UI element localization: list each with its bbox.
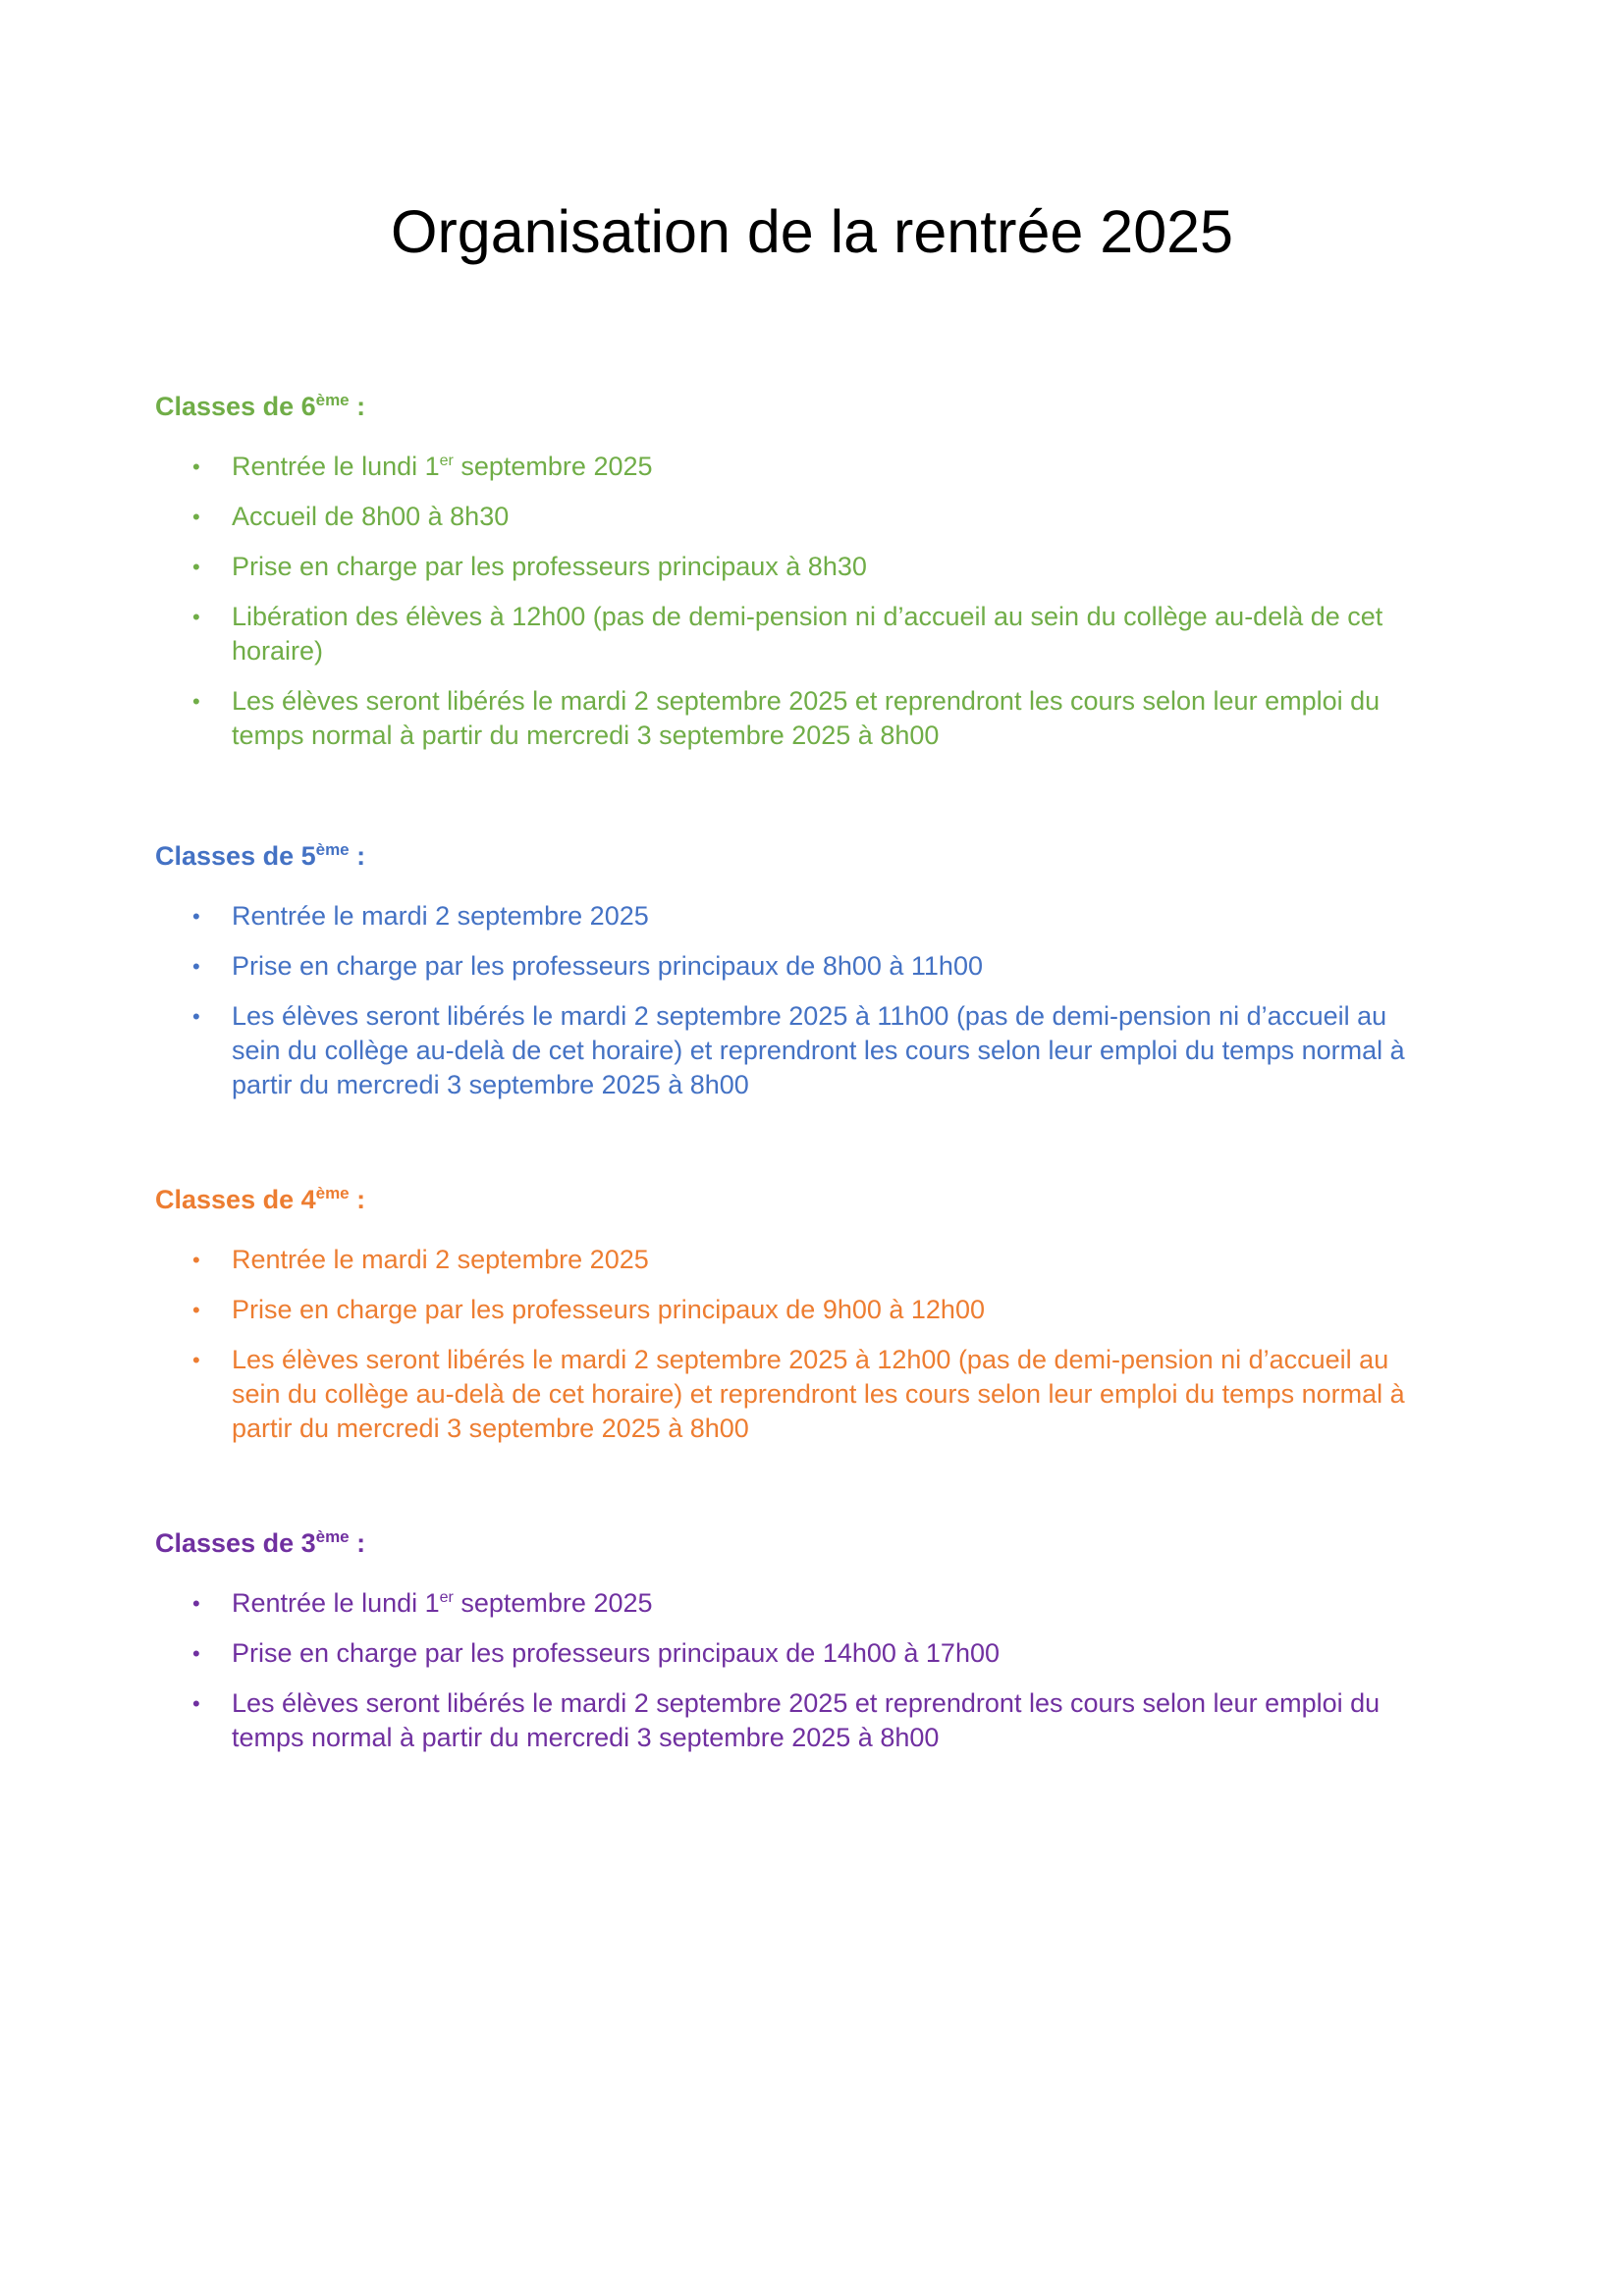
section-heading: Classes de 6ème : — [155, 391, 1432, 424]
bullet-icon: • — [192, 604, 200, 629]
heading-prefix: Classes de 6 — [155, 392, 316, 421]
section-quatrieme: Classes de 4ème : • Rentrée le mardi 2 se… — [155, 1184, 1432, 1462]
bullet-icon: • — [192, 1690, 200, 1716]
item-text-sup: er — [439, 1588, 454, 1606]
item-text-pre: Prise en charge par les professeurs prin… — [232, 950, 983, 981]
bullet-icon: • — [192, 953, 200, 979]
item-text-pre: Prise en charge par les professeurs prin… — [232, 1637, 1000, 1668]
item-text-pre: Les élèves seront libérés le mardi 2 sep… — [232, 1000, 1405, 1099]
bullet-icon: • — [192, 1003, 200, 1029]
item-text-sup: er — [439, 452, 454, 469]
heading-prefix: Classes de 5 — [155, 841, 316, 871]
heading-suffix: : — [349, 1185, 366, 1214]
section-heading: Classes de 5ème : — [155, 840, 1432, 874]
item-text-post: septembre 2025 — [453, 451, 653, 481]
bullet-icon: • — [192, 688, 200, 714]
item-list: • Rentrée le mardi 2 septembre 2025 • Pris… — [155, 1243, 1432, 1446]
heading-sup: ème — [315, 840, 350, 859]
item-text-pre: Libération des élèves à 12h00 (pas de de… — [232, 601, 1383, 666]
list-item: • Prise en charge par les professeurs pri… — [155, 949, 1432, 984]
heading-suffix: : — [349, 841, 366, 871]
item-text-pre: Rentrée le lundi 1 — [232, 1587, 440, 1618]
bullet-icon: • — [192, 1347, 200, 1372]
bullet-icon: • — [192, 554, 200, 579]
heading-suffix: : — [349, 1528, 366, 1558]
section-cinquieme: Classes de 5ème : • Rentrée le mardi 2 se… — [155, 840, 1432, 1118]
item-text-post: septembre 2025 — [453, 1587, 653, 1618]
bullet-icon: • — [192, 1297, 200, 1322]
section-troisieme: Classes de 3ème : • Rentrée le lundi 1er … — [155, 1527, 1432, 1771]
item-text-pre: Prise en charge par les professeurs prin… — [232, 1294, 985, 1324]
list-item: • Prise en charge par les professeurs pri… — [155, 1636, 1432, 1671]
heading-sup: ème — [315, 1527, 350, 1546]
list-item: • Libération des élèves à 12h00 (pas de d… — [155, 600, 1432, 668]
item-text-pre: Rentrée le lundi 1 — [232, 451, 440, 481]
bullet-icon: • — [192, 1640, 200, 1666]
item-list: • Rentrée le mardi 2 septembre 2025 • Pris… — [155, 899, 1432, 1102]
item-text-pre: Les élèves seront libérés le mardi 2 sep… — [232, 1687, 1380, 1752]
heading-prefix: Classes de 3 — [155, 1528, 316, 1558]
item-text-pre: Rentrée le mardi 2 septembre 2025 — [232, 1244, 649, 1274]
item-text-pre: Rentrée le mardi 2 septembre 2025 — [232, 900, 649, 931]
item-text-pre: Prise en charge par les professeurs prin… — [232, 551, 867, 581]
item-list: • Rentrée le lundi 1er septembre 2025 • Pr… — [155, 1586, 1432, 1755]
list-item: • Les élèves seront libérés le mardi 2 se… — [155, 999, 1432, 1102]
item-text-pre: Les élèves seront libérés le mardi 2 sep… — [232, 1344, 1405, 1443]
list-item: • Prise en charge par les professeurs pri… — [155, 1293, 1432, 1327]
section-sixieme: Classes de 6ème : • Rentrée le lundi 1er … — [155, 391, 1432, 769]
list-item: • Les élèves seront libérés le mardi 2 se… — [155, 684, 1432, 753]
bullet-icon: • — [192, 504, 200, 529]
item-text-pre: Accueil de 8h00 à 8h30 — [232, 501, 510, 531]
section-heading: Classes de 3ème : — [155, 1527, 1432, 1561]
list-item: • Prise en charge par les professeurs pri… — [155, 550, 1432, 584]
bullet-icon: • — [192, 1247, 200, 1272]
list-item: • Rentrée le lundi 1er septembre 2025 — [155, 450, 1432, 484]
list-item: • Rentrée le mardi 2 septembre 2025 — [155, 1243, 1432, 1277]
list-item: • Accueil de 8h00 à 8h30 — [155, 500, 1432, 534]
bullet-icon: • — [192, 903, 200, 929]
bullet-icon: • — [192, 454, 200, 479]
bullet-icon: • — [192, 1590, 200, 1616]
list-item: • Rentrée le mardi 2 septembre 2025 — [155, 899, 1432, 934]
heading-sup: ème — [315, 1184, 350, 1202]
list-item: • Les élèves seront libérés le mardi 2 se… — [155, 1343, 1432, 1446]
list-item: • Rentrée le lundi 1er septembre 2025 — [155, 1586, 1432, 1621]
page-title: Organisation de la rentrée 2025 — [391, 198, 1233, 265]
heading-suffix: : — [349, 392, 366, 421]
item-list: • Rentrée le lundi 1er septembre 2025 • Ac… — [155, 450, 1432, 753]
heading-sup: ème — [315, 391, 350, 409]
list-item: • Les élèves seront libérés le mardi 2 se… — [155, 1686, 1432, 1755]
item-text-pre: Les élèves seront libérés le mardi 2 sep… — [232, 685, 1380, 750]
heading-prefix: Classes de 4 — [155, 1185, 316, 1214]
section-heading: Classes de 4ème : — [155, 1184, 1432, 1217]
